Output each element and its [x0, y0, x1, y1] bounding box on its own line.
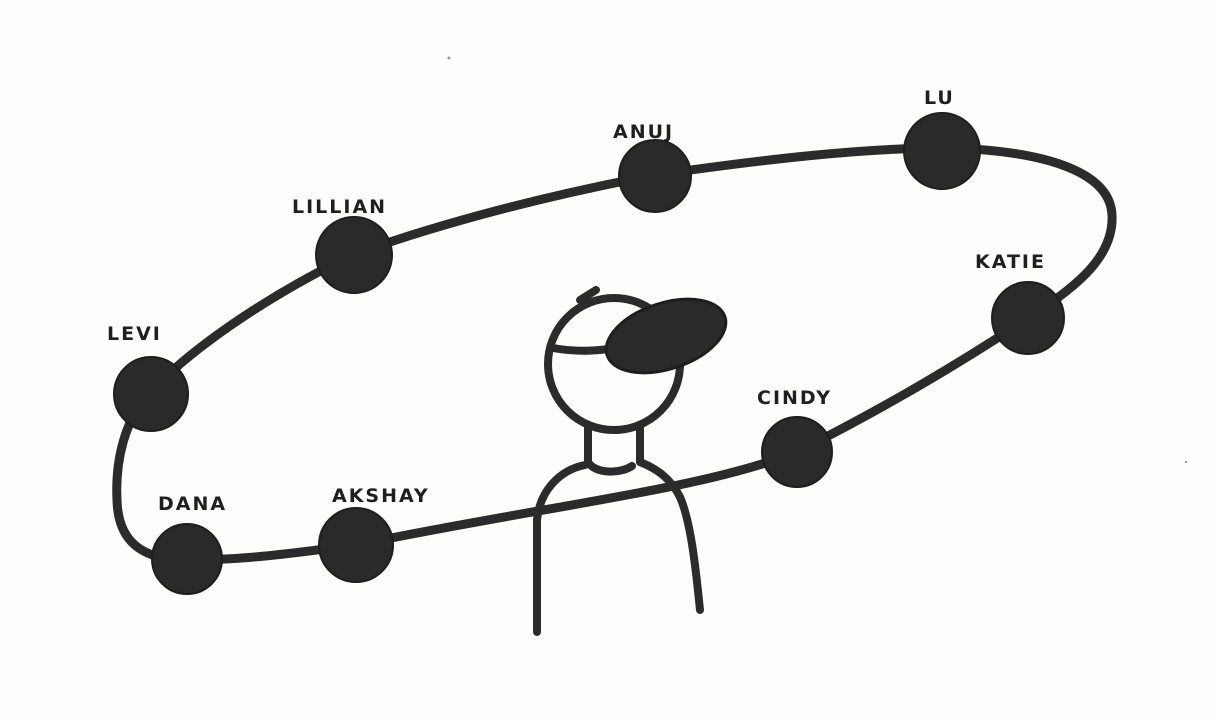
paper-speck: [447, 56, 451, 60]
node-label-anuj: ANUJ: [613, 121, 674, 143]
node-label-lillian: LILLIAN: [292, 196, 387, 218]
node-dot: [991, 281, 1065, 355]
node-lillian: LILLIAN: [292, 196, 393, 294]
paper-speck: [1184, 460, 1188, 464]
node-dot: [903, 112, 981, 190]
node-akshay: AKSHAY: [318, 485, 430, 583]
node-dot: [113, 356, 189, 432]
person-torso: [533, 461, 589, 636]
node-dot: [151, 523, 223, 595]
cap-brim: [604, 297, 728, 375]
node-lu: LU: [903, 87, 981, 190]
cap-seam: [576, 286, 600, 304]
person-with-cap-icon: [533, 286, 728, 636]
person-neck: [584, 422, 644, 476]
node-dot: [618, 139, 692, 213]
node-katie: KATIE: [975, 251, 1065, 355]
node-label-lu: LU: [924, 87, 955, 109]
node-dot: [761, 416, 833, 488]
node-cindy: CINDY: [757, 387, 833, 488]
node-dana: DANA: [151, 493, 227, 595]
node-dot: [315, 216, 393, 294]
node-levi: LEVI: [107, 323, 189, 432]
node-dot: [318, 507, 394, 583]
node-label-akshay: AKSHAY: [332, 485, 430, 507]
person-torso-right: [636, 458, 704, 614]
node-label-cindy: CINDY: [757, 387, 832, 409]
node-label-dana: DANA: [158, 493, 227, 515]
node-label-katie: KATIE: [975, 251, 1046, 273]
node-label-levi: LEVI: [107, 323, 162, 345]
node-anuj: ANUJ: [613, 121, 692, 213]
